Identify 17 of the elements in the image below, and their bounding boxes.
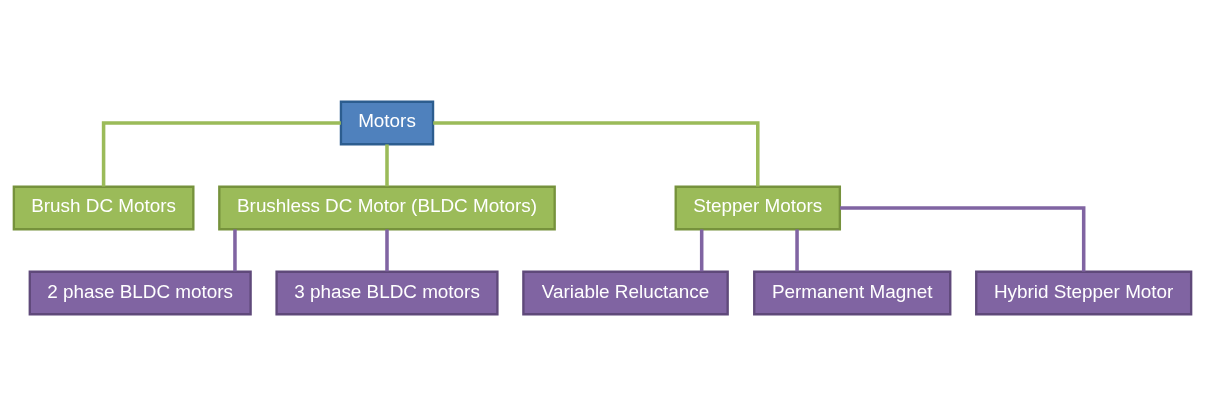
node-box: Variable Reluctance bbox=[522, 270, 729, 316]
connector bbox=[233, 229, 237, 272]
connector bbox=[385, 229, 389, 272]
node-box: Motors bbox=[339, 100, 435, 146]
node-box: Hybrid Stepper Motor bbox=[975, 270, 1193, 316]
node-box: Brush DC Motors bbox=[12, 185, 195, 231]
connector bbox=[433, 121, 760, 187]
connector bbox=[795, 229, 799, 272]
connector bbox=[101, 121, 341, 187]
node-box: 3 phase BLDC motors bbox=[275, 270, 499, 316]
connector bbox=[385, 144, 389, 187]
connector bbox=[840, 206, 1086, 272]
node-box: Brushless DC Motor (BLDC Motors) bbox=[218, 185, 556, 231]
node-box: Permanent Magnet bbox=[753, 270, 952, 316]
node-box: 2 phase BLDC motors bbox=[28, 270, 252, 316]
connector bbox=[699, 229, 704, 272]
node-box: Stepper Motors bbox=[674, 185, 842, 231]
